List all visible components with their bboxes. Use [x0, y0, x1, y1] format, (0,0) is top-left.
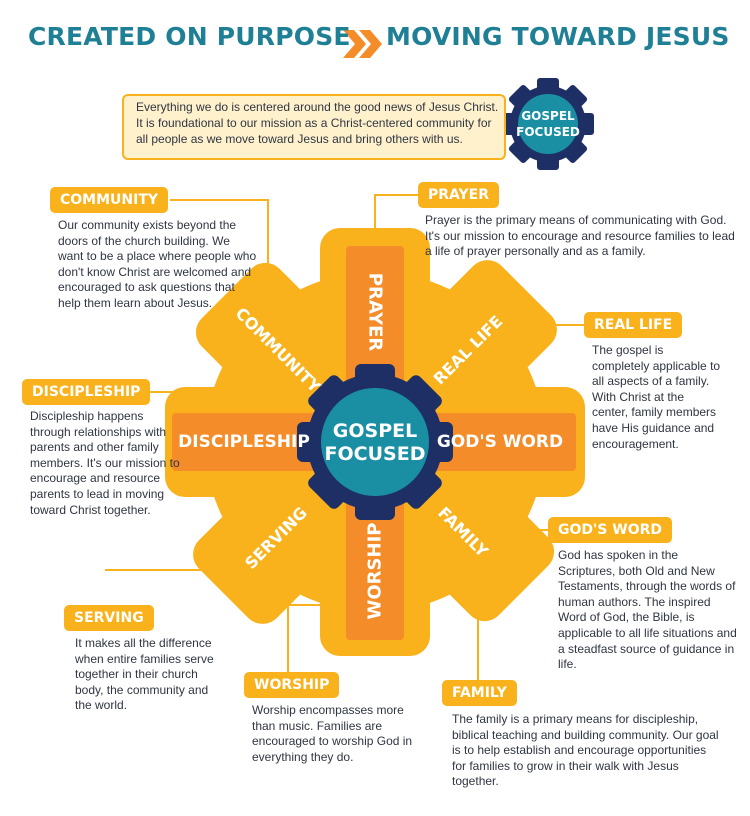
- section-text-real-life: The gospel is completely applicable to a…: [592, 343, 721, 451]
- section-label-worship: WORSHIP: [244, 672, 340, 698]
- badge-label-line1: GOSPEL: [521, 109, 575, 123]
- connector-community: [170, 199, 269, 290]
- section-label-serving: SERVING: [64, 605, 154, 631]
- center-gear: [297, 364, 453, 520]
- section-label-real-life: REAL LIFE: [584, 312, 683, 338]
- section-label-discipleship: DISCIPLESHIP: [22, 379, 151, 405]
- arm-label-bottom: WORSHIP: [365, 523, 386, 620]
- center-label-line2: FOCUSED: [325, 443, 426, 465]
- section-text-family: The family is a primary means for discip…: [452, 712, 719, 789]
- section-text-discipleship: Discipleship happens through relationshi…: [30, 409, 180, 517]
- title-right: MOVING TOWARD JESUS: [386, 22, 730, 51]
- arm-label-top: PRAYER: [365, 273, 386, 352]
- section-label-community: COMMUNITY: [50, 187, 169, 213]
- intro-box: [122, 94, 506, 160]
- badge-label-line2: FOCUSED: [516, 125, 580, 139]
- section-text-serving: It makes all the difference when entire …: [75, 636, 214, 713]
- section-label-prayer: PRAYER: [418, 182, 500, 208]
- cross-arms: [172, 246, 576, 640]
- section-text-gods-word: God has spoken in the Scriptures, both O…: [558, 548, 737, 672]
- section-text-prayer: Prayer is the primary means of communica…: [425, 213, 735, 259]
- section-label-gods-word: GOD'S WORD: [548, 517, 673, 543]
- section-text-community: Our community exists beyond the doors of…: [58, 218, 257, 310]
- title-chevron-icon: [343, 30, 382, 58]
- arm-label-right: GOD'S WORD: [437, 432, 563, 452]
- title-left: CREATED ON PURPOSE: [28, 22, 351, 51]
- section-text-worship: Worship encompasses more than music. Fam…: [252, 703, 413, 764]
- badge-gear: [502, 78, 594, 170]
- section-label-family: FAMILY: [442, 680, 517, 706]
- arm-label-left: DISCIPLESHIP: [178, 432, 310, 452]
- center-label-line1: GOSPEL: [333, 420, 417, 442]
- intro-text: Everything we do is centered around the …: [136, 100, 499, 146]
